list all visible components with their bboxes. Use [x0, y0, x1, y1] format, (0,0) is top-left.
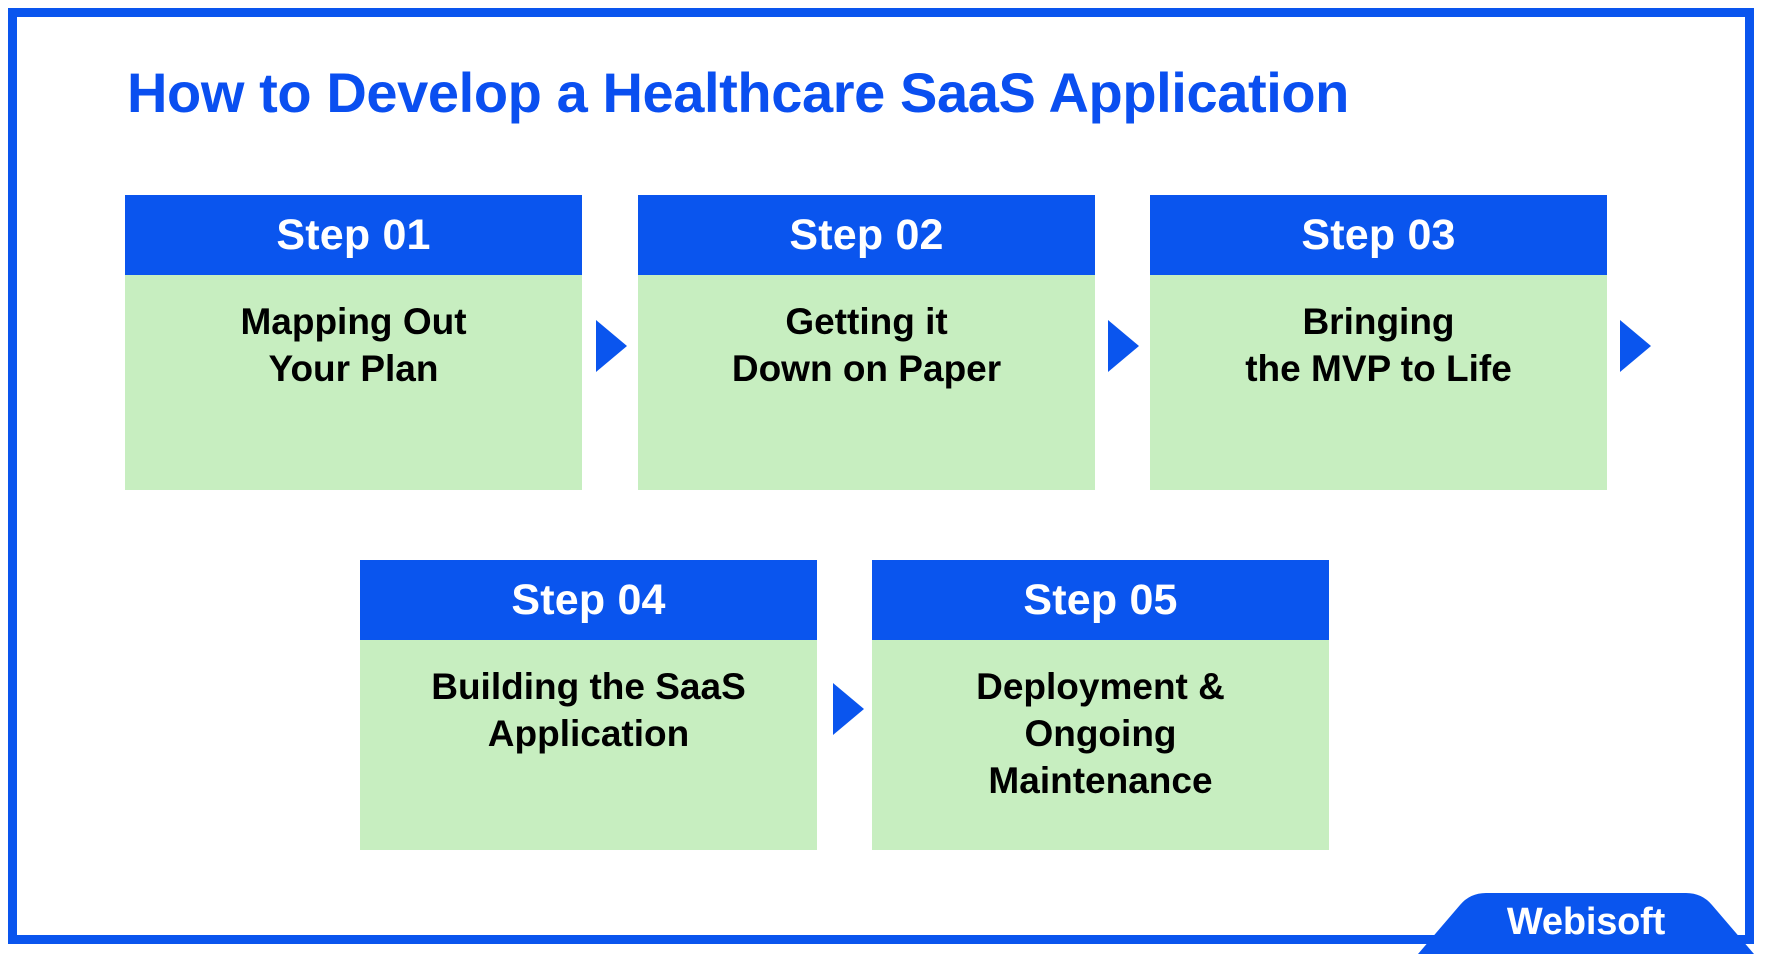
arrow-right-icon-step3-to-step4	[1620, 320, 1651, 372]
step-card-03-header: Step 03	[1150, 195, 1607, 275]
step-card-02-title: Getting it Down on Paper	[731, 301, 1002, 389]
step-card-05-body: Deployment & Ongoing Maintenance	[872, 640, 1329, 850]
step-card-05-number: Step 05	[1023, 575, 1178, 624]
step-card-04-header: Step 04	[360, 560, 817, 640]
step-card-03-title: Bringing the MVP to Life	[1245, 301, 1512, 389]
step-card-01-body: Mapping Out Your Plan	[125, 275, 582, 490]
step-card-05[interactable]: Step 05 Deployment & Ongoing Maintenance	[872, 560, 1329, 850]
step-card-03-number: Step 03	[1301, 210, 1456, 259]
step-card-03[interactable]: Step 03 Bringing the MVP to Life	[1150, 195, 1607, 490]
step-card-01-title: Mapping Out Your Plan	[240, 301, 467, 389]
arrow-right-icon-step2-to-step3	[1108, 320, 1139, 372]
step-card-05-title: Deployment & Ongoing Maintenance	[976, 666, 1225, 801]
step-card-04[interactable]: Step 04 Building the SaaS Application	[360, 560, 817, 850]
step-card-02-number: Step 02	[789, 210, 944, 259]
step-card-05-header: Step 05	[872, 560, 1329, 640]
page-title: How to Develop a Healthcare SaaS Applica…	[127, 61, 1349, 124]
step-card-03-body: Bringing the MVP to Life	[1150, 275, 1607, 490]
step-card-01-header: Step 01	[125, 195, 582, 275]
step-card-01-number: Step 01	[276, 210, 431, 259]
step-card-02-body: Getting it Down on Paper	[638, 275, 1095, 490]
brand-logo-text: Webisoft	[1506, 901, 1666, 943]
step-card-04-body: Building the SaaS Application	[360, 640, 817, 850]
brand-logo[interactable]: Webisoft	[1418, 893, 1754, 954]
step-card-02-header: Step 02	[638, 195, 1095, 275]
arrow-right-icon-step1-to-step2	[596, 320, 627, 372]
arrow-right-icon-step4-to-step5	[833, 683, 864, 735]
step-card-04-number: Step 04	[511, 575, 666, 624]
step-card-01[interactable]: Step 01 Mapping Out Your Plan	[125, 195, 582, 490]
step-card-02[interactable]: Step 02 Getting it Down on Paper	[638, 195, 1095, 490]
logo-trapezoid-shape	[1418, 893, 1754, 954]
step-card-04-title: Building the SaaS Application	[431, 666, 746, 754]
